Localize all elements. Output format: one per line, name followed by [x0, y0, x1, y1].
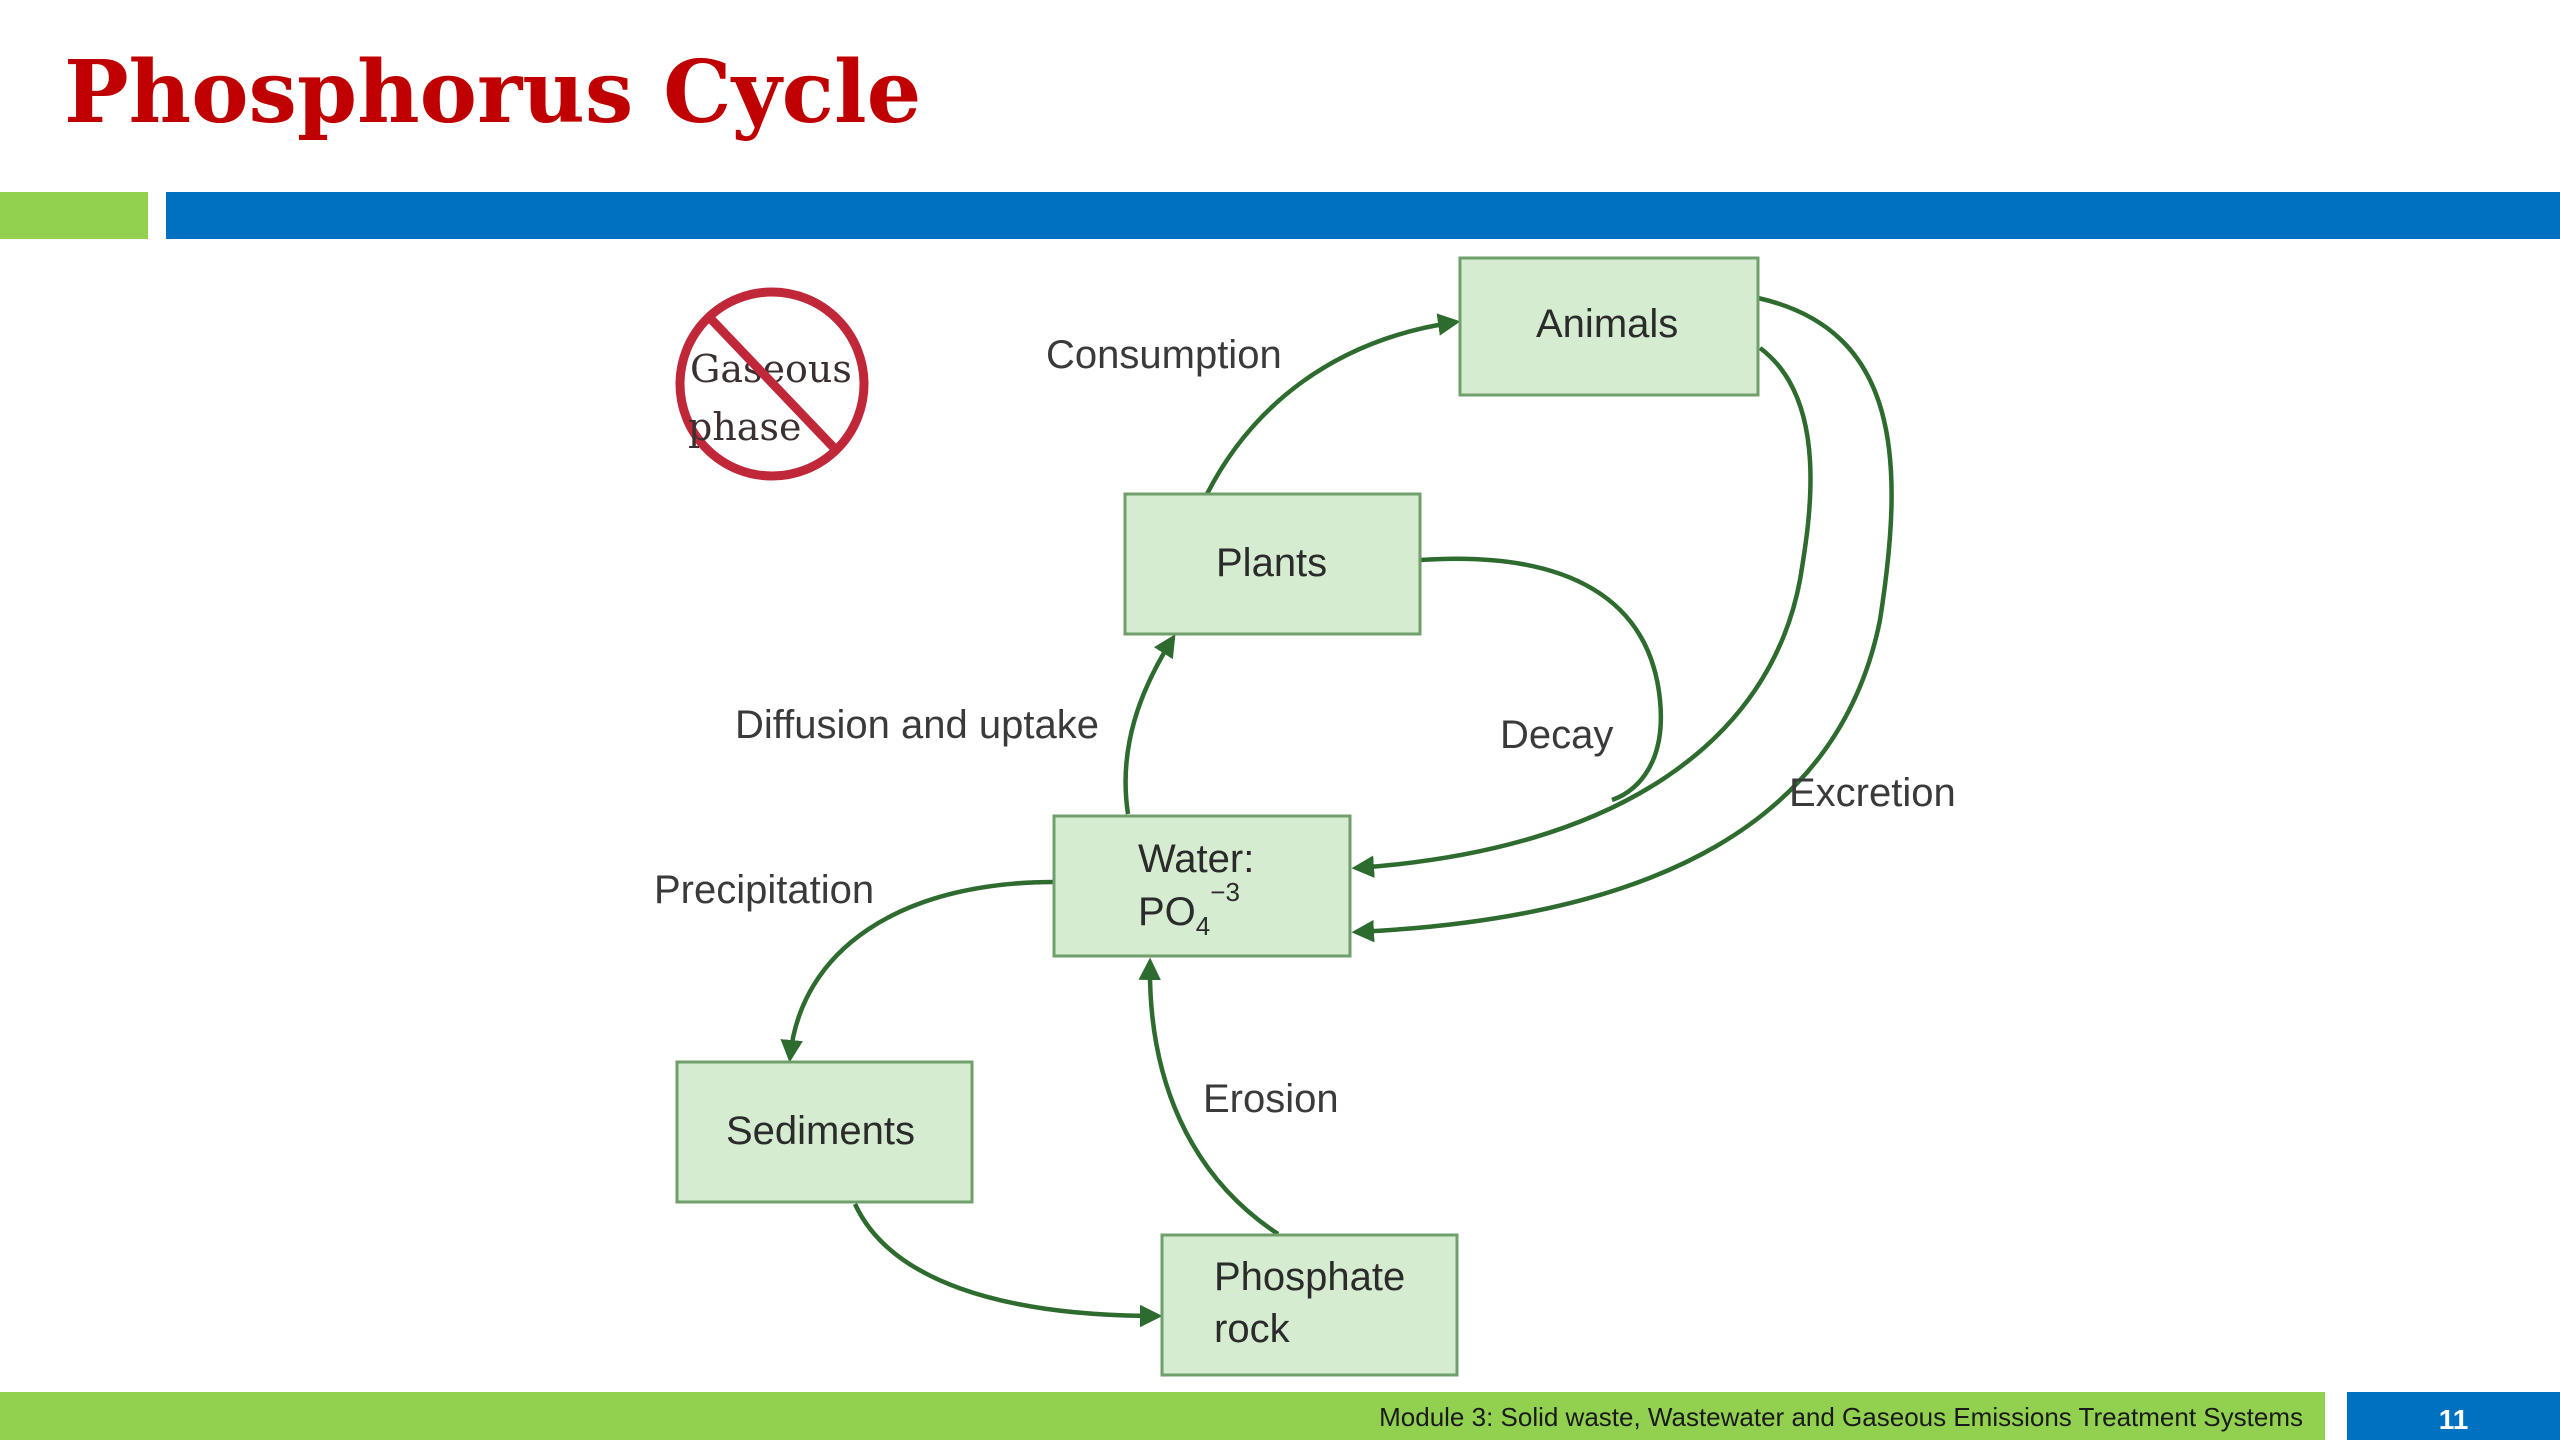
node-water-label-line2: PO4−3 [1138, 877, 1240, 941]
no-gaseous-phase-stamp: Gaseous phase [675, 287, 869, 481]
label-precipitation: Precipitation [654, 868, 874, 912]
node-water: Water: PO4−3 [1052, 814, 1352, 958]
node-sediments: Sediments [675, 1060, 974, 1204]
label-consumption: Consumption [1046, 333, 1282, 377]
node-water-subscript: 4 [1196, 911, 1210, 941]
label-decay: Decay [1500, 713, 1613, 757]
stamp-text-line2: phase [688, 405, 801, 449]
footer-module-title: Module 3: Solid waste, Wastewater and Ga… [1379, 1402, 2303, 1432]
arrow-diffusion-uptake [1123, 634, 1176, 815]
label-diffusion-uptake: Diffusion and uptake [735, 703, 1099, 747]
arrow-precipitation [780, 879, 1055, 1063]
arrow-sediment-to-rock [852, 1203, 1163, 1328]
label-erosion: Erosion [1203, 1077, 1339, 1121]
label-excretion: Excretion [1789, 771, 1956, 815]
slide-title: Phosphorus Cycle [64, 42, 922, 143]
arrow-decay-plants [1419, 556, 1664, 803]
node-plants: Plants [1123, 492, 1422, 636]
node-water-superscript: −3 [1210, 877, 1240, 907]
node-phosphate-rock-label-line1: Phosphate [1214, 1255, 1405, 1299]
node-plants-label: Plants [1216, 541, 1327, 585]
arrow-excretion [1351, 295, 1894, 943]
prohibition-slash [706, 314, 840, 454]
header-accent-blue-bar [166, 192, 2560, 239]
node-water-label-line1: Water: [1138, 837, 1254, 881]
arrow-consumption [1204, 313, 1461, 496]
node-phosphate-rock: Phosphate rock [1160, 1233, 1459, 1377]
node-sediments-label: Sediments [726, 1109, 915, 1153]
arrow-decay-animals [1351, 346, 1813, 878]
header-accent-green-bar [0, 192, 148, 239]
node-animals-label: Animals [1536, 302, 1678, 346]
page-number: 11 [2347, 1392, 2560, 1440]
prohibition-ring [675, 287, 869, 481]
node-phosphate-rock-label-line2: rock [1214, 1307, 1291, 1351]
footer-bar [0, 1392, 2325, 1440]
arrow-erosion [1138, 957, 1280, 1236]
node-water-formula: PO [1138, 890, 1196, 934]
node-animals: Animals [1458, 256, 1760, 397]
